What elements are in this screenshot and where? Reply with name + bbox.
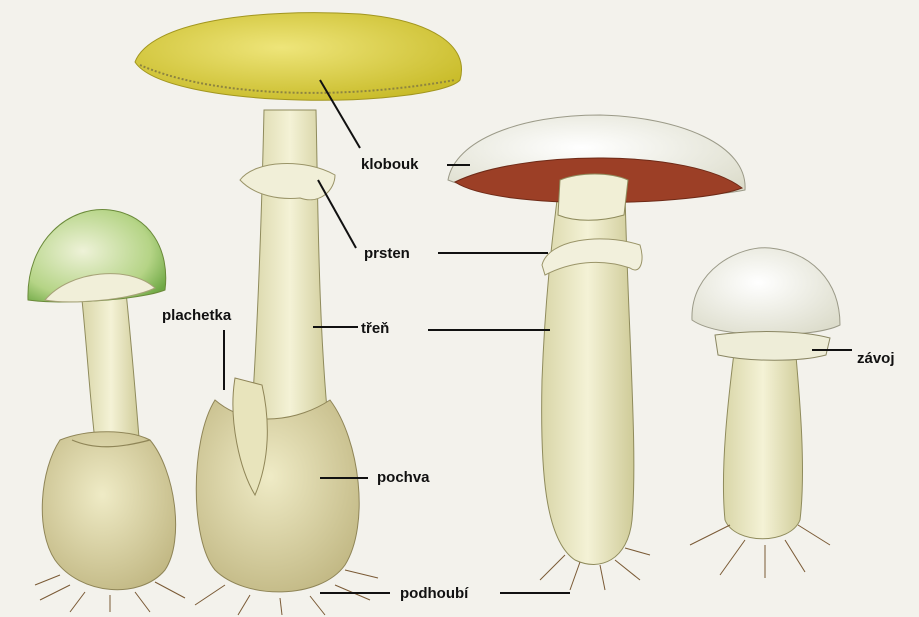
label-tren: třeň bbox=[361, 320, 389, 337]
label-pochva: pochva bbox=[377, 469, 430, 486]
brown-stem-top bbox=[558, 174, 628, 220]
label-klobouk: klobouk bbox=[361, 156, 419, 173]
label-zavoj: závoj bbox=[857, 350, 895, 367]
white-stem bbox=[723, 345, 802, 539]
label-podhoubi: podhoubí bbox=[400, 585, 468, 602]
yellow-volva bbox=[196, 400, 359, 592]
green-volva bbox=[42, 432, 175, 590]
label-plachetka: plachetka bbox=[162, 307, 231, 324]
label-prsten: prsten bbox=[364, 245, 410, 262]
white-veil bbox=[715, 332, 830, 361]
